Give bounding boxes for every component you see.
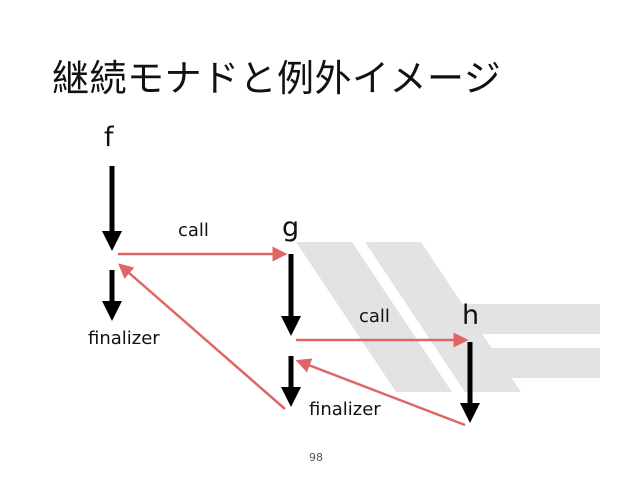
node-g-label: g <box>282 212 300 243</box>
finalizer-label-g: finalizer <box>309 399 381 420</box>
haskell-logo-icon <box>296 242 600 392</box>
return-arrow-h-to-g <box>295 358 466 427</box>
return-arrow-g-to-f <box>118 263 286 410</box>
node-f-label: f <box>104 122 114 153</box>
slide-title: 継続モナドと例外イメージ <box>52 57 502 100</box>
page-number: 98 <box>309 451 323 464</box>
call-label-g-h: call <box>359 306 390 327</box>
finalizer-label-f: finalizer <box>88 328 160 349</box>
call-label-f-g: call <box>178 220 209 241</box>
node-h-label: h <box>462 300 480 331</box>
